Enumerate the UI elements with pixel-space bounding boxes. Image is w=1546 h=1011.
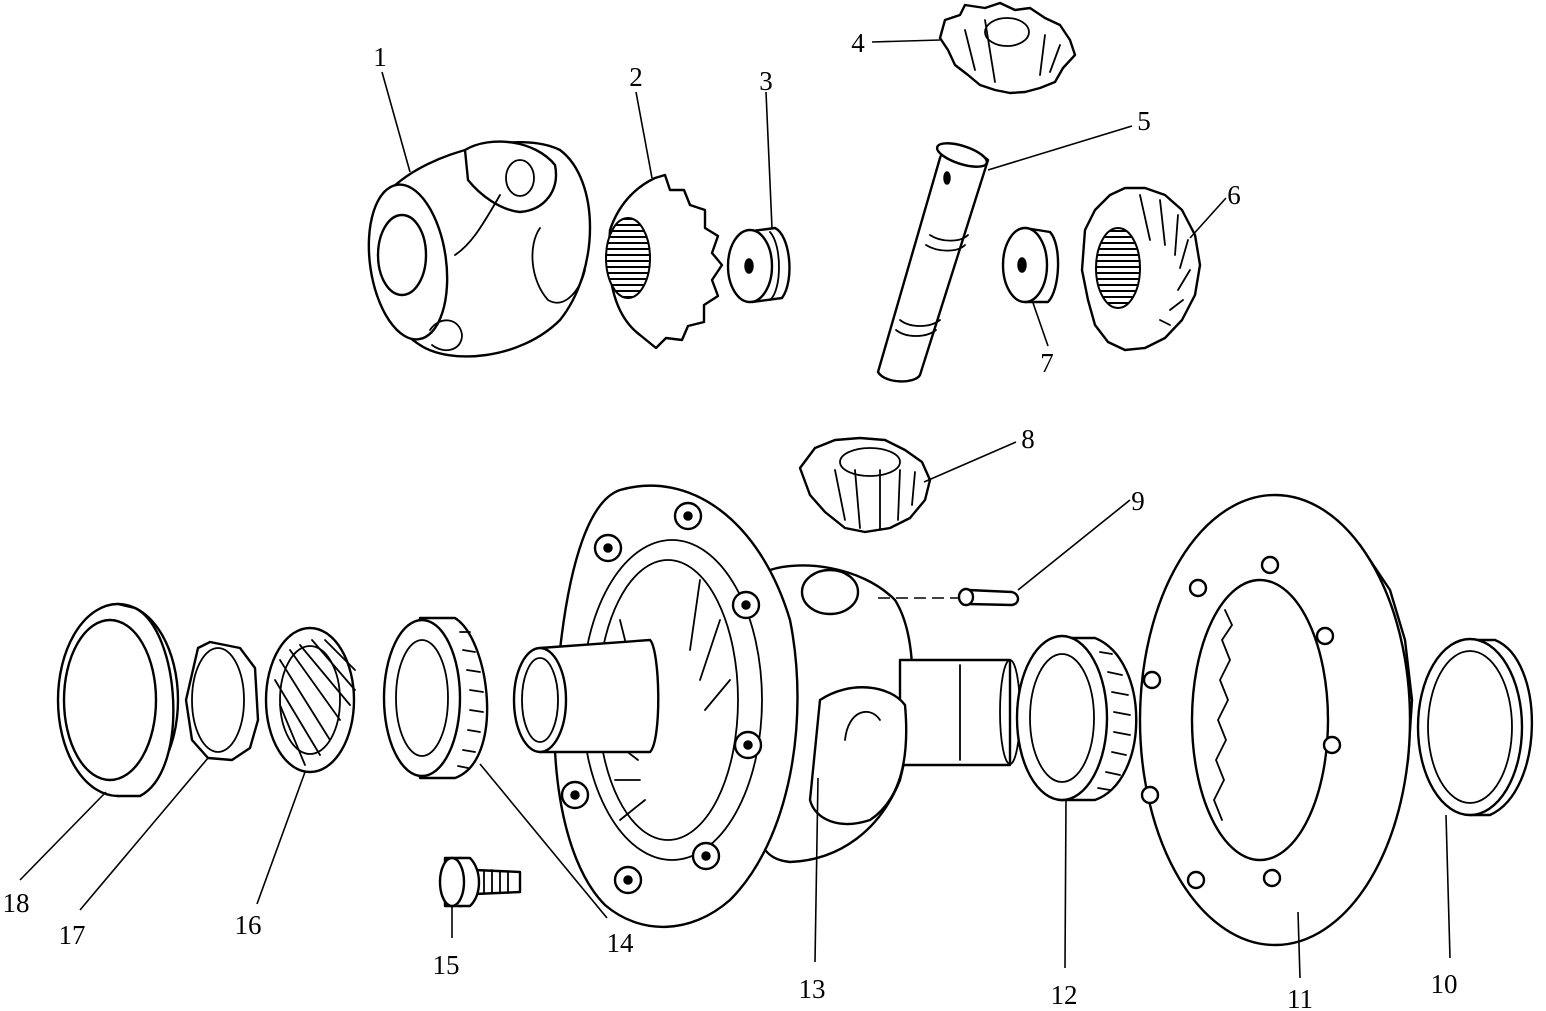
leader-14 bbox=[479, 763, 608, 919]
label-6: 6 bbox=[1227, 180, 1241, 210]
flange-bolt-holes bbox=[560, 501, 763, 895]
part-14-bearing bbox=[382, 616, 489, 780]
label-15: 15 bbox=[433, 950, 460, 980]
label-18: 18 bbox=[3, 888, 30, 918]
part-1-case-half bbox=[367, 140, 592, 358]
label-9: 9 bbox=[1131, 486, 1145, 516]
part-6-side-gear bbox=[1080, 186, 1202, 352]
label-2: 2 bbox=[629, 62, 643, 92]
leader-6 bbox=[1189, 197, 1227, 239]
label-16: 16 bbox=[235, 910, 262, 940]
part-2-side-gear bbox=[605, 173, 724, 350]
part-labels: 1 2 3 4 5 6 7 8 9 10 11 12 13 14 15 16 1… bbox=[3, 28, 1458, 1011]
label-13: 13 bbox=[799, 974, 826, 1004]
leader-1 bbox=[381, 71, 411, 173]
leader-8 bbox=[923, 441, 1017, 483]
label-12: 12 bbox=[1051, 980, 1078, 1010]
label-4: 4 bbox=[851, 28, 865, 58]
leader-12 bbox=[1064, 799, 1067, 969]
label-14: 14 bbox=[607, 928, 635, 958]
label-5: 5 bbox=[1137, 106, 1151, 136]
part-8-pinion-gear bbox=[798, 436, 932, 534]
part-3-thrust-washer bbox=[726, 226, 791, 304]
part-10-bearing-cup bbox=[1416, 637, 1534, 817]
part-12-bearing bbox=[1015, 634, 1138, 802]
leader-16 bbox=[256, 771, 306, 905]
leader-11 bbox=[1297, 911, 1301, 979]
label-10: 10 bbox=[1431, 969, 1458, 999]
leader-17 bbox=[79, 757, 209, 911]
part-17-adjusting-nut bbox=[184, 640, 260, 762]
part-13-flange bbox=[512, 484, 799, 929]
part-11-ring-gear bbox=[1138, 493, 1414, 947]
part-5-pinion-shaft bbox=[876, 142, 990, 383]
label-7: 7 bbox=[1040, 348, 1054, 378]
leader-7 bbox=[1031, 299, 1049, 347]
leader-18 bbox=[19, 791, 107, 881]
part-4-pinion-gear bbox=[938, 1, 1077, 95]
label-8: 8 bbox=[1021, 424, 1035, 454]
leader-13 bbox=[814, 777, 819, 963]
part-18-bearing-cup bbox=[56, 602, 180, 798]
leader-10 bbox=[1445, 814, 1451, 959]
part-13-differential-case bbox=[758, 564, 1021, 864]
label-17: 17 bbox=[59, 920, 86, 950]
leader-2 bbox=[635, 91, 653, 179]
leader-9 bbox=[1017, 499, 1131, 591]
leader-4 bbox=[871, 39, 941, 43]
part-16-bearing-cone bbox=[264, 626, 356, 774]
leader-3 bbox=[765, 91, 773, 229]
label-3: 3 bbox=[759, 66, 773, 96]
leader-lines bbox=[19, 39, 1451, 979]
part-15-bolt bbox=[438, 856, 522, 908]
part-7-thrust-washer bbox=[1001, 226, 1060, 304]
label-1: 1 bbox=[373, 42, 387, 72]
leader-5 bbox=[987, 125, 1133, 171]
ring-gear-bolt-holes bbox=[1140, 555, 1342, 890]
label-11: 11 bbox=[1287, 984, 1313, 1011]
part-9-pin bbox=[957, 587, 1020, 607]
